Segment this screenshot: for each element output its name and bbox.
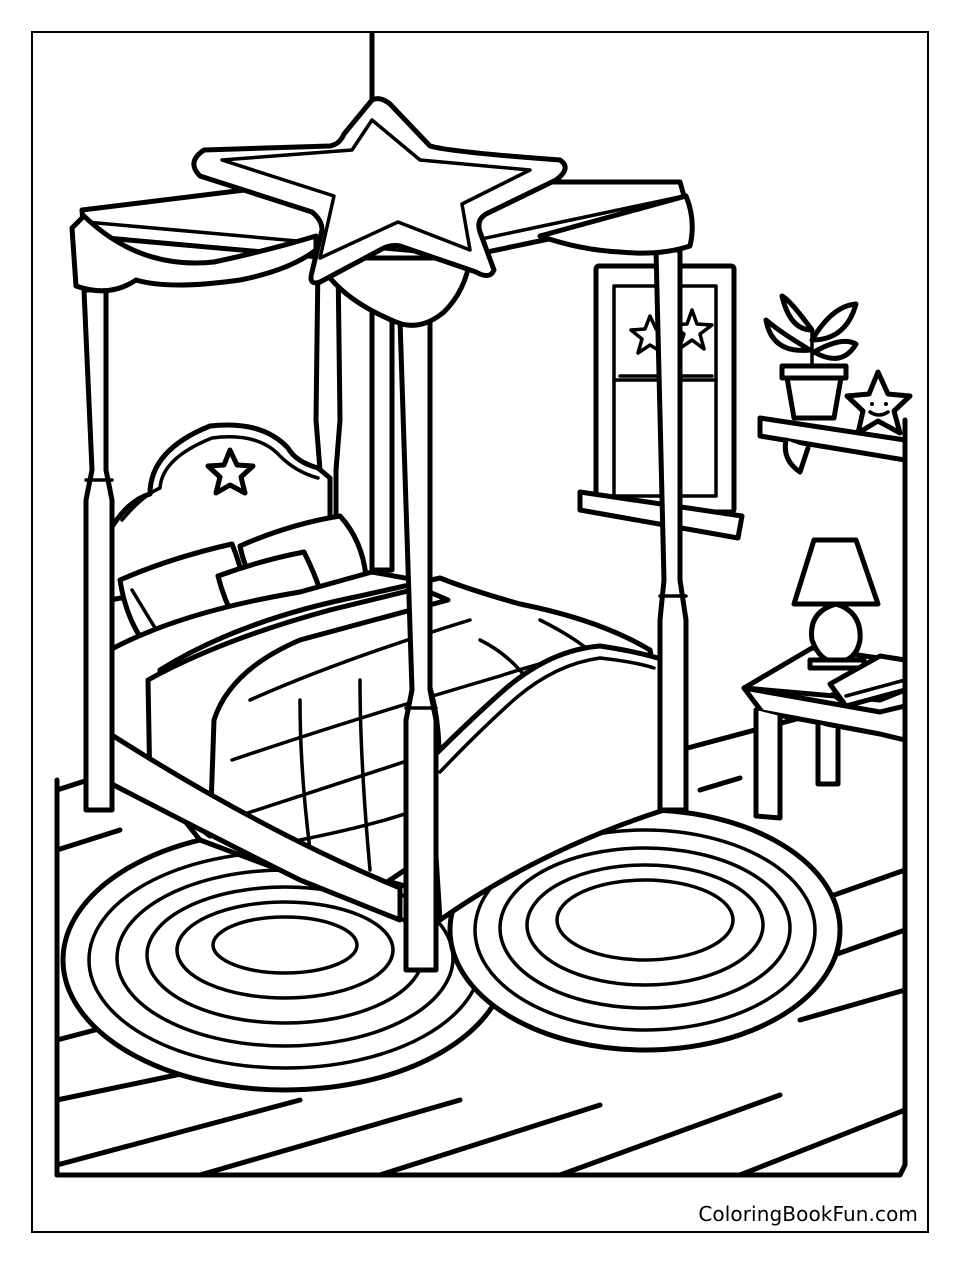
blanket-fold <box>145 585 451 839</box>
canopy-drape <box>317 255 473 328</box>
footboard <box>427 643 667 923</box>
book-icon <box>827 653 908 709</box>
canopy-bed <box>69 31 695 973</box>
plant-icon <box>763 293 859 421</box>
smiling-star-icon <box>844 369 913 436</box>
watermark-text: ColoringBookFun.com <box>698 1202 918 1226</box>
lamp-icon <box>791 537 881 671</box>
canopy-star <box>191 96 568 286</box>
page-border <box>31 31 929 1233</box>
side-table <box>741 537 908 821</box>
wall-shelf <box>757 293 913 475</box>
bed-post <box>397 317 439 973</box>
bed-post <box>81 287 115 813</box>
bed-post <box>653 247 689 813</box>
star-icon <box>205 447 256 496</box>
canopy-drape <box>537 193 695 256</box>
canopy-drape <box>69 213 319 294</box>
